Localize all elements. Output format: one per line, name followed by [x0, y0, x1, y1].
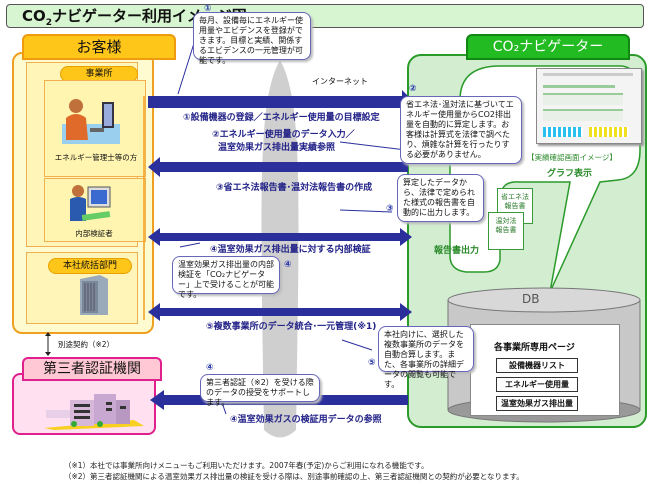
bubble-6-num: ④ — [206, 363, 214, 373]
flow-2-label-line2: 温室効果ガス排出量実績参照 — [218, 143, 336, 153]
headquarters-label: 本社統括部門 — [48, 258, 132, 274]
customer-header: お客様 — [22, 34, 176, 60]
db-item-ghg-emissions[interactable]: 温室効果ガス排出量 — [496, 396, 578, 411]
footnote-1: （※1）本社では事業所向けメニューもご利用いただけます。2007年春(予定)から… — [64, 461, 429, 470]
server-icon — [80, 275, 108, 315]
bubble-4: 温室効果ガス排出量の内部検証を「CO₂ナビゲーター」上で受けることが可能です。 — [172, 256, 280, 299]
internet-cone — [261, 60, 299, 438]
db-item-energy-usage[interactable]: エネルギー使用量 — [496, 377, 578, 392]
contract-double-arrow — [45, 332, 51, 356]
graph-label: グラフ表示 — [547, 169, 593, 179]
bubble-4-num: ④ — [284, 260, 292, 270]
internet-label: インターネット — [312, 77, 368, 86]
flow-3-label: ③省エネ法報告書･温対法報告書の作成 — [216, 183, 373, 193]
bubble-3: 算定したデータから、法律で定められた様式の報告書を自動的に出力します。 — [397, 174, 484, 222]
screen-caption: 【実績確認画面イメージ】 — [527, 153, 617, 162]
bubble-5-num: ⑤ — [368, 358, 376, 368]
screen-image — [536, 68, 642, 144]
flow-4-label: ④温室効果ガス排出量に対する内部検証 — [210, 245, 371, 255]
bubble-5: 本社向けに、選択した複数事業所のデータを自動合算します。また、各事業所の詳細デー… — [378, 326, 474, 389]
office-page-title: 各事業所専用ページ — [494, 343, 575, 353]
third-party-header: 第三者認証機関 — [22, 357, 162, 381]
arrow-5 — [148, 303, 412, 321]
title-bar — [6, 4, 644, 28]
separate-contract-label: 別途契約（※2） — [58, 340, 115, 349]
person-computer-icon — [62, 99, 120, 144]
bubble-1: 毎月、設備毎にエネルギー使用量やエビデンスを登録ができます。目標と実績、関係する… — [193, 12, 311, 65]
energy-manager-label: エネルギー管理士等の方 — [54, 153, 138, 162]
db-label: DB — [522, 292, 540, 306]
arrow-1 — [148, 90, 414, 114]
bubble-6: 第三者認証（※2）を受ける際のデータの授受をサポートします。 — [200, 374, 320, 407]
footnote-2: （※2）第三者認証機関による温室効果ガス排出量の検証を受ける際は、別途事前確認の… — [64, 472, 524, 481]
bubble-3-num: ③ — [386, 204, 394, 214]
arrow-4 — [148, 228, 412, 246]
flow-5-label: ⑤複数事業所のデータ統合･一元管理(※1) — [206, 322, 377, 332]
bubble-1-num: ① — [204, 4, 212, 14]
report-output-label: 報告書出力 — [434, 246, 480, 256]
verifier-computer-icon — [70, 185, 111, 221]
building-icon — [44, 394, 144, 430]
db-item-equipment-list[interactable]: 設備機器リスト — [496, 358, 578, 373]
co2nav-header: CO₂ナビゲーター — [466, 34, 630, 60]
bubble-2-num: ② — [409, 84, 417, 94]
arrow-2 — [148, 157, 408, 177]
flow-1-label: ①設備機器の登録／エネルギー使用量の目標設定 — [183, 113, 380, 123]
flow-2-label-line1: ②エネルギー使用量のデータ入力／ — [212, 130, 355, 140]
warming-act-report-doc: 温対法 報告書 — [488, 212, 524, 250]
flow-6-label: ④温室効果ガスの検証用データの参照 — [230, 415, 382, 425]
internal-verifier-label: 内部検証者 — [75, 229, 113, 238]
bubble-2: 省エネ法･温対法に基づいてエネルギー使用量からCO2排出量を自動的に算定します。… — [400, 96, 522, 164]
